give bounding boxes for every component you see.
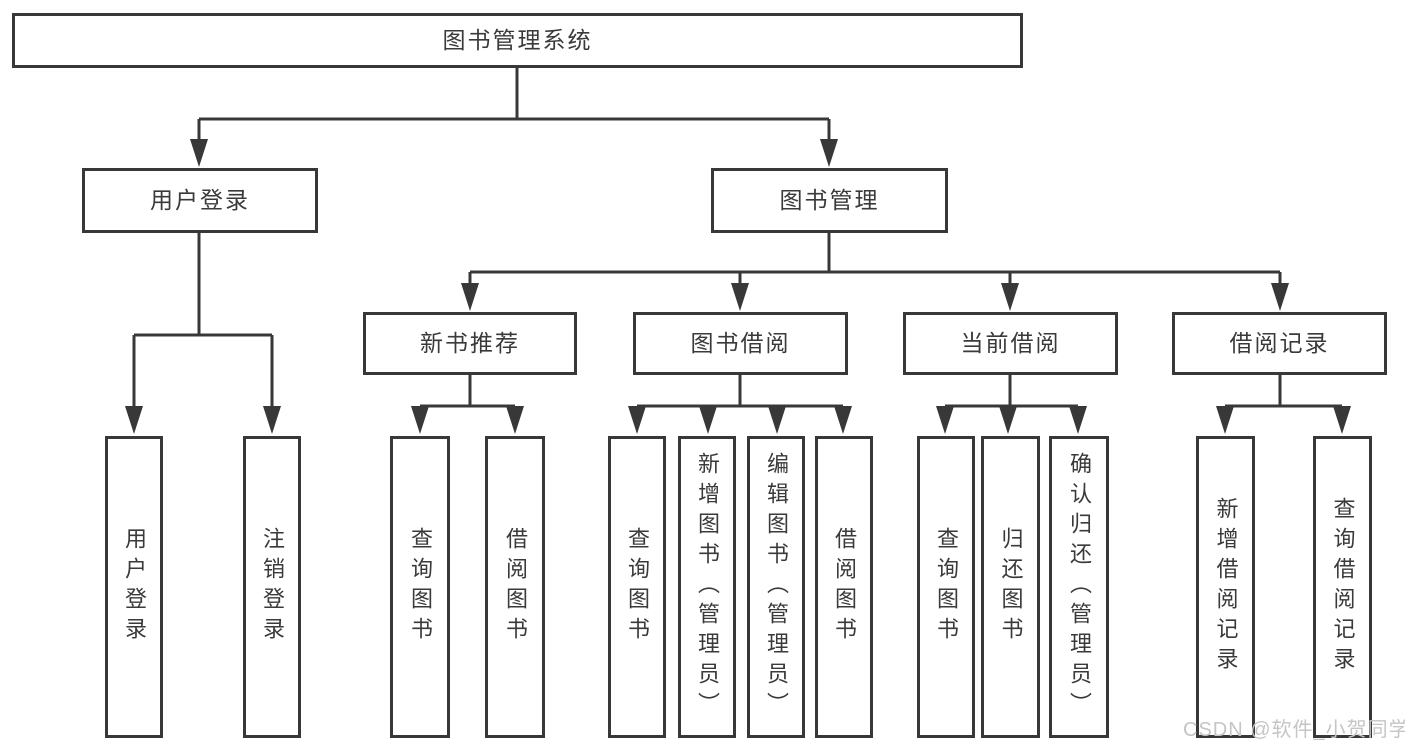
leaf-query-books-borrowing-label: 查询图书: [625, 527, 650, 647]
arrowhead: [506, 406, 524, 434]
arrowhead: [263, 406, 281, 434]
node-new-book-recommendation: 新书推荐: [363, 312, 577, 375]
arrowhead: [411, 406, 429, 434]
arrowhead: [461, 283, 479, 311]
node-book-management: 图书管理: [711, 168, 948, 233]
node-book-borrowing-label: 图书借阅: [690, 330, 791, 356]
leaf-borrow-books-borrowing-label: 借阅图书: [832, 527, 857, 647]
edge-user-login-split: [132, 231, 274, 408]
arrowhead: [1333, 406, 1351, 434]
leaf-user-login: 用户登录: [105, 436, 163, 738]
leaf-query-books-recommend: 查询图书: [390, 436, 450, 738]
leaf-borrow-books-borrowing: 借阅图书: [815, 436, 873, 738]
arrowhead: [999, 406, 1017, 434]
arrowhead: [1001, 283, 1019, 311]
node-new-book-recommendation-label: 新书推荐: [420, 330, 520, 356]
arrowhead: [125, 406, 143, 434]
arrowhead: [190, 139, 208, 167]
arrowhead: [820, 139, 838, 167]
connector-edges: [132, 66, 1344, 409]
arrowhead: [936, 406, 954, 434]
leaf-add-books-admin: 新增图书（管理员）: [678, 436, 736, 738]
leaf-query-books-borrowing: 查询图书: [608, 436, 666, 738]
node-borrowing-records-label: 借阅记录: [1229, 330, 1330, 356]
arrowhead: [731, 283, 749, 311]
leaf-query-books-current-label: 查询图书: [934, 527, 959, 647]
edge-new-book-recommendation-split: [418, 373, 517, 409]
edge-root-split: [197, 66, 831, 141]
arrowhead: [1271, 283, 1289, 311]
leaf-borrow-books-recommend: 借阅图书: [485, 436, 545, 738]
leaf-query-books-current: 查询图书: [917, 436, 975, 738]
node-current-borrowing: 当前借阅: [903, 312, 1118, 375]
leaf-edit-books-admin-label: 编辑图书（管理员）: [764, 452, 789, 722]
leaf-confirm-return-admin: 确认归还（管理员）: [1049, 436, 1109, 738]
node-user-login-label: 用户登录: [150, 187, 250, 213]
arrowhead: [699, 406, 717, 434]
node-borrowing-records: 借阅记录: [1172, 312, 1387, 375]
node-user-login: 用户登录: [82, 168, 318, 233]
connector-arrowheads: [125, 139, 1351, 434]
node-book-management-label: 图书管理: [779, 187, 880, 213]
leaf-add-books-admin-label: 新增图书（管理员）: [695, 452, 720, 722]
arrowhead: [628, 406, 646, 434]
node-library-system: 图书管理系统: [12, 13, 1023, 68]
edge-book-management-split: [468, 231, 1282, 285]
leaf-logout-label: 注销登录: [260, 527, 285, 647]
leaf-return-books-label: 归还图书: [998, 527, 1024, 647]
edge-book-borrowing-split: [635, 373, 845, 409]
leaf-edit-books-admin: 编辑图书（管理员）: [747, 436, 805, 738]
edge-current-borrowing-split: [943, 373, 1080, 409]
leaf-borrow-books-recommend-label: 借阅图书: [503, 527, 528, 647]
leaf-query-books-recommend-label: 查询图书: [408, 527, 433, 647]
node-current-borrowing-label: 当前借阅: [960, 330, 1061, 356]
leaf-add-borrow-record: 新增借阅记录: [1196, 436, 1255, 738]
node-library-system-label: 图书管理系统: [442, 27, 593, 53]
csdn-watermark: CSDN @软件_小贺同学: [1183, 719, 1405, 741]
leaf-add-borrow-record-label: 新增借阅记录: [1213, 497, 1239, 677]
arrowhead: [768, 406, 786, 434]
edge-borrowing-records-split: [1223, 373, 1344, 409]
leaf-query-borrow-record: 查询借阅记录: [1313, 436, 1372, 738]
leaf-query-borrow-record-label: 查询借阅记录: [1330, 497, 1356, 677]
arrowhead: [1069, 406, 1087, 434]
leaf-user-login-label: 用户登录: [122, 527, 147, 647]
node-book-borrowing: 图书借阅: [633, 312, 848, 375]
leaf-confirm-return-admin-label: 确认归还（管理员）: [1067, 452, 1092, 722]
leaf-return-books: 归还图书: [981, 436, 1040, 738]
arrowhead: [1216, 406, 1234, 434]
arrowhead: [834, 406, 852, 434]
leaf-logout: 注销登录: [243, 436, 301, 738]
